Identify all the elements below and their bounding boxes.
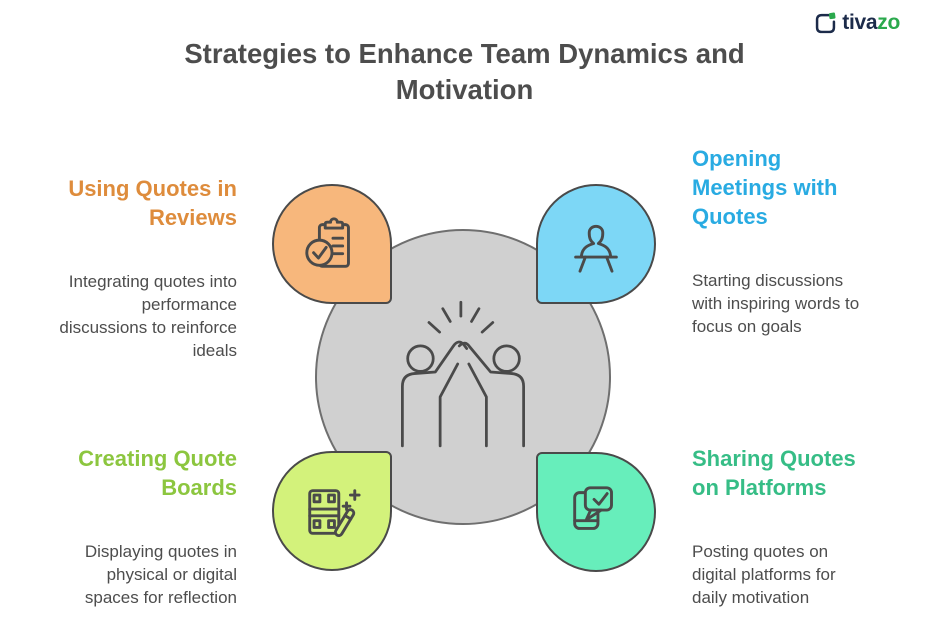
section-heading: Sharing Quotes on Platforms bbox=[692, 446, 856, 500]
speaker-podium-icon bbox=[574, 224, 618, 273]
section-description: Starting discussions with inspiring word… bbox=[692, 271, 860, 336]
section-sharing-quotes-on-platforms: Sharing Quotes on Platforms Posting quot… bbox=[692, 426, 902, 627]
section-description: Posting quotes on digital platforms for … bbox=[692, 542, 836, 607]
section-creating-quote-boards: Creating Quote Boards Displaying quotes … bbox=[27, 426, 237, 627]
tivazo-frame-icon bbox=[816, 12, 836, 33]
phone-chat-check-icon bbox=[573, 486, 613, 530]
page-title: Strategies to Enhance Team Dynamics and … bbox=[184, 38, 745, 105]
clipboard-check-icon bbox=[305, 217, 350, 268]
brand-name-suffix: zo bbox=[877, 11, 900, 34]
section-heading: Opening Meetings with Quotes bbox=[692, 146, 838, 229]
brand-logo: tivazo bbox=[814, 11, 900, 35]
brand-name-prefix: tiva bbox=[842, 11, 878, 34]
brand-name: tivazo bbox=[842, 11, 900, 35]
quote-board-wand-icon bbox=[308, 489, 361, 538]
section-using-quotes-in-reviews: Using Quotes in Reviews Integrating quot… bbox=[27, 156, 237, 380]
icon-pod-top-left bbox=[272, 184, 392, 304]
section-description: Integrating quotes into performance disc… bbox=[59, 272, 237, 360]
section-opening-meetings-with-quotes: Opening Meetings with Quotes Starting di… bbox=[692, 126, 902, 356]
section-heading: Creating Quote Boards bbox=[78, 446, 237, 500]
high-five-icon bbox=[401, 300, 525, 447]
section-heading: Using Quotes in Reviews bbox=[68, 176, 237, 230]
section-description: Displaying quotes in physical or digital… bbox=[84, 542, 237, 607]
icon-pod-bottom-right bbox=[536, 452, 656, 572]
icon-pod-bottom-left bbox=[272, 451, 392, 571]
icon-pod-top-right bbox=[536, 184, 656, 304]
